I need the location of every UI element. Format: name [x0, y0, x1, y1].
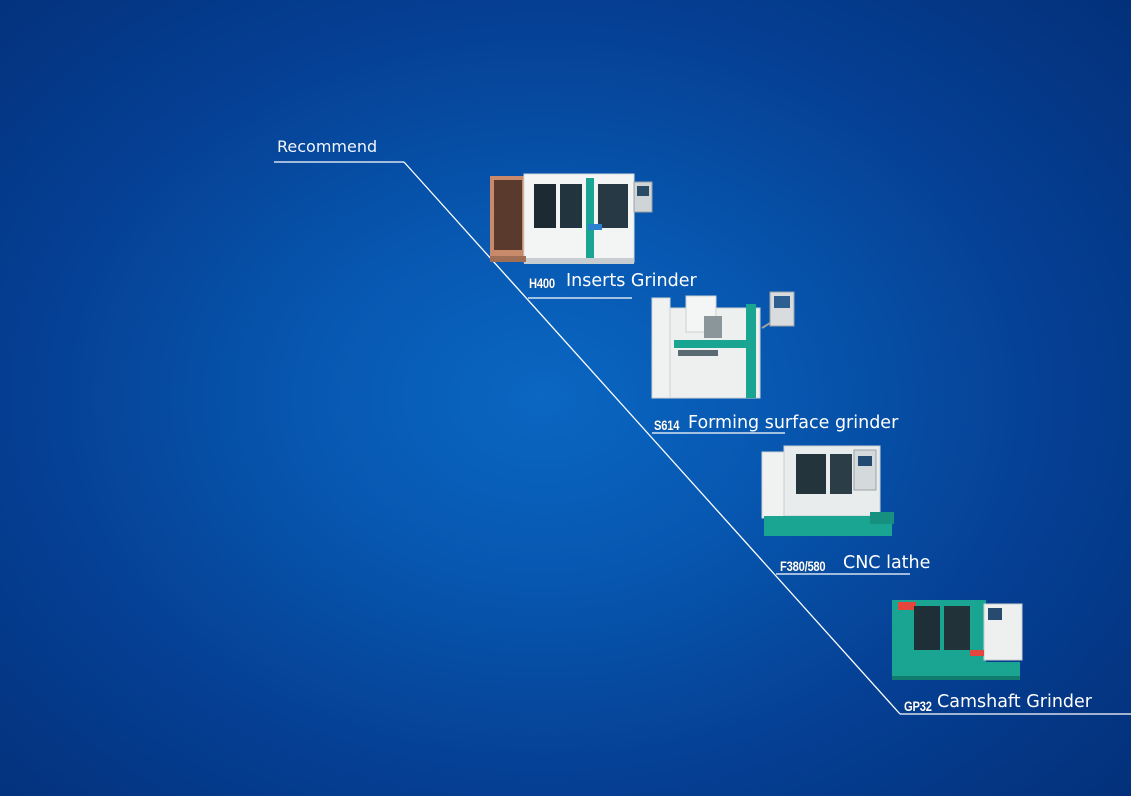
- product-name[interactable]: Camshaft Grinder: [937, 692, 1092, 712]
- camshaft-grinder-machine[interactable]: [888, 596, 1026, 684]
- product-code: H400: [529, 275, 555, 291]
- cnc-lathe-machine[interactable]: [756, 442, 898, 542]
- product-name[interactable]: Inserts Grinder: [566, 271, 697, 291]
- product-name[interactable]: Forming surface grinder: [688, 413, 899, 433]
- product-code: GP32: [904, 698, 932, 714]
- product-name[interactable]: CNC lathe: [843, 553, 931, 573]
- product-code: S614: [654, 417, 680, 433]
- product-code: F380/580: [780, 558, 826, 574]
- forming-surface-grinder-machine[interactable]: [646, 288, 798, 402]
- inserts-grinder-machine[interactable]: [488, 168, 664, 272]
- recommend-heading: Recommend: [277, 137, 378, 156]
